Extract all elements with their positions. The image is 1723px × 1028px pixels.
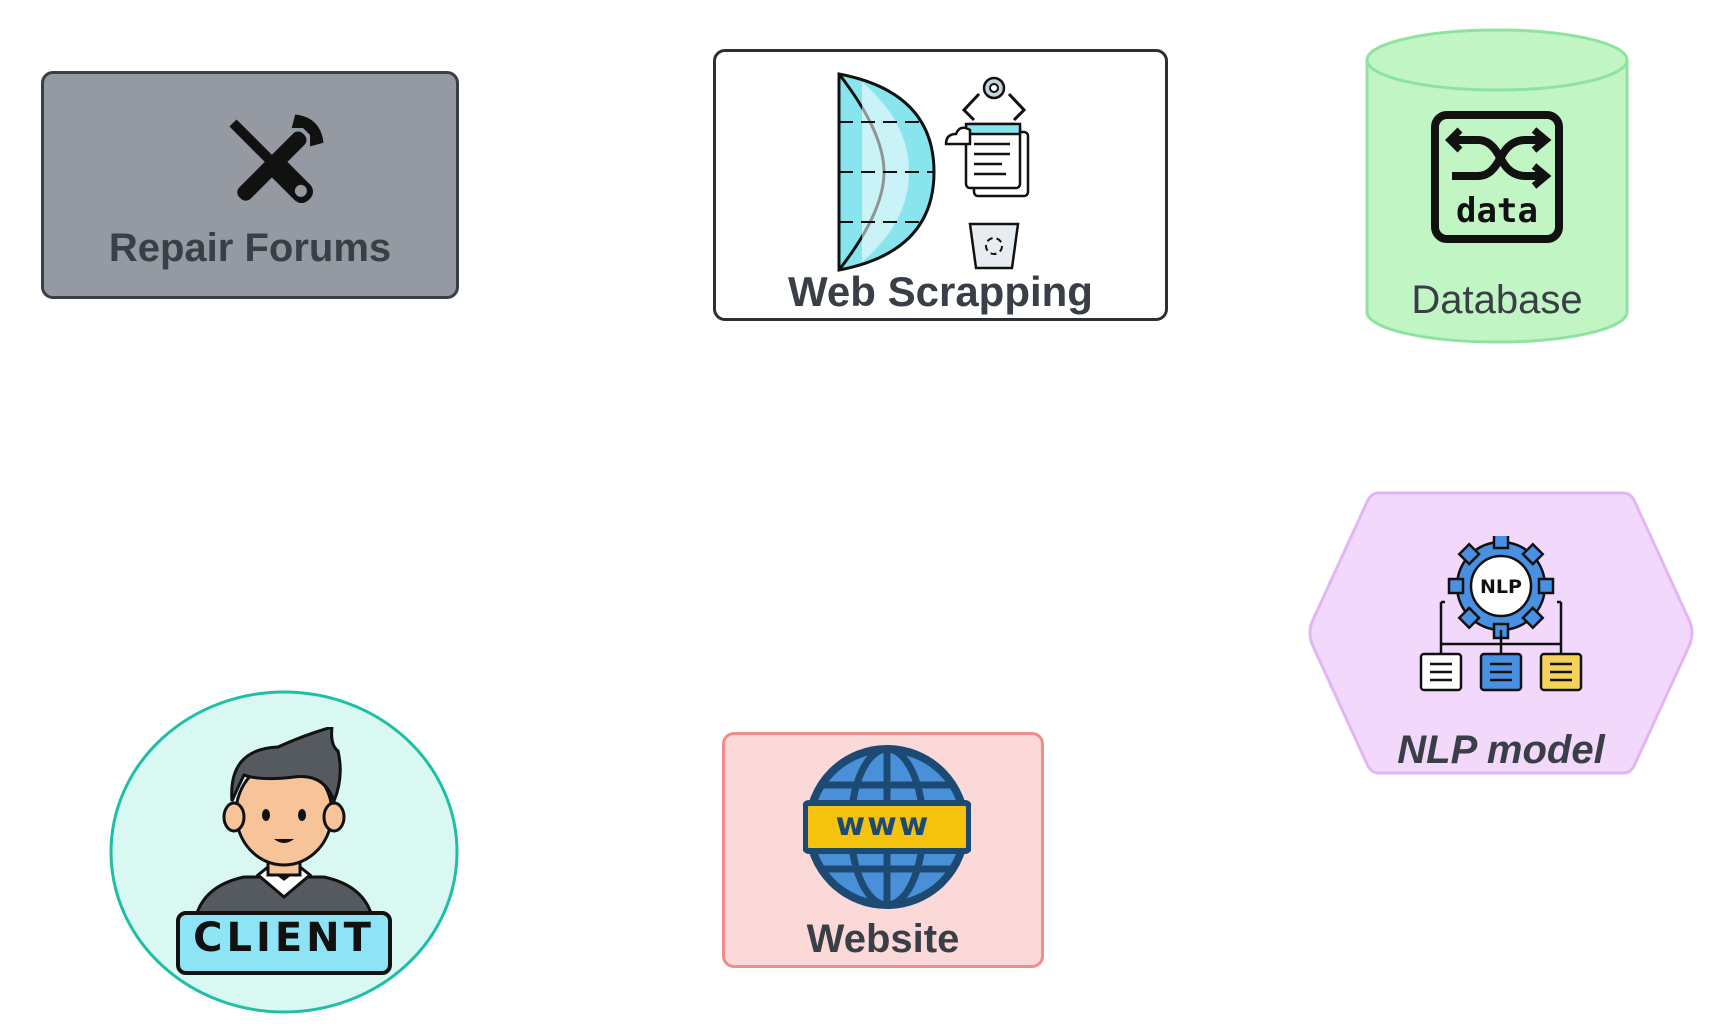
www-icon-text: www	[835, 805, 931, 843]
globe-www-icon	[803, 745, 971, 909]
data-shuffle-icon: data	[1431, 111, 1563, 243]
web-scrapping-node[interactable]: Web Scrapping	[713, 49, 1168, 321]
nlp-icon-text: NLP	[1480, 576, 1522, 598]
nlp-gear-hierarchy-icon: NLP	[1419, 536, 1583, 692]
client-person-icon	[176, 727, 392, 975]
website-label: Website	[806, 917, 960, 961]
client-badge-text: CLIENT	[193, 915, 375, 961]
nlp-model-label: NLP model	[1397, 728, 1605, 772]
wrench-screwdriver-icon	[229, 114, 324, 203]
client-node[interactable]: CLIENT	[108, 689, 460, 1015]
data-icon-text: data	[1456, 191, 1538, 231]
database-node[interactable]: data Database	[1364, 26, 1630, 346]
web-scrapping-label: Web Scrapping	[788, 268, 1093, 315]
nlp-model-node[interactable]: NLP NLP model	[1308, 490, 1694, 776]
website-node[interactable]: www Website	[722, 732, 1044, 968]
repair-forums-label: Repair Forums	[108, 226, 392, 270]
web-scraper-icon	[837, 72, 1030, 272]
repair-forums-node[interactable]: Repair Forums	[41, 71, 459, 299]
database-label: Database	[1411, 278, 1583, 322]
